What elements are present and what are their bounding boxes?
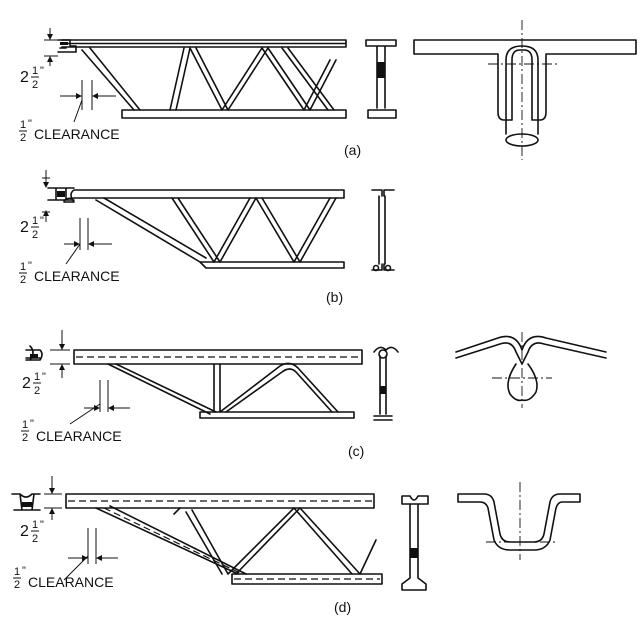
svg-text:2: 2	[20, 219, 29, 236]
clearance-label-c: 1 2 " CLEARANCE	[21, 418, 122, 444]
svg-text:CLEARANCE: CLEARANCE	[36, 428, 122, 444]
bottom-chord-b	[199, 261, 345, 269]
bearing-plate-fill-d	[22, 502, 32, 507]
dimension-label-d: 2 1 2 "	[20, 519, 44, 545]
svg-text:": "	[40, 519, 44, 531]
section-view-c	[373, 346, 399, 421]
section-bolt-b2	[384, 264, 392, 272]
detail-profile-a	[413, 39, 637, 135]
dimension-label-b: 2 1 2 "	[20, 215, 44, 241]
svg-text:2: 2	[32, 533, 38, 545]
svg-text:2: 2	[32, 229, 38, 241]
dim-lines-a	[44, 28, 116, 123]
bearing-plate-fill-b	[57, 191, 65, 197]
svg-text:2: 2	[22, 375, 31, 392]
clearance-label-b: 1 2 " CLEARANCE	[19, 260, 120, 286]
web-members-a	[169, 47, 337, 111]
panel-c: 2 1 2 " 1 2 " CLEARANCE (c)	[21, 330, 607, 459]
top-chord-a	[61, 39, 347, 48]
detail-centerlines-d	[486, 482, 556, 560]
clearance-inch-mark: "	[28, 118, 32, 130]
detail-centerlines-c	[492, 332, 552, 408]
web-members-d	[173, 507, 377, 575]
end-diagonal-c	[107, 363, 217, 415]
section-view-b	[371, 189, 395, 271]
web-members-c	[213, 362, 339, 413]
panel-b: 2 1 2 " 1 2 " CLEARANCE (b)	[19, 170, 395, 305]
bottom-chord-a	[121, 109, 347, 119]
dim-lines-b	[42, 170, 112, 265]
section-loop-c	[378, 349, 388, 359]
svg-text:": "	[28, 260, 32, 272]
dim-lines-c	[50, 330, 130, 425]
clearance-label-a: 1 2 " CLEARANCE	[19, 118, 120, 144]
bottom-chord-d	[231, 573, 383, 585]
svg-text:2: 2	[22, 432, 28, 444]
detail-centerlines-a	[488, 20, 560, 160]
bearing-plate-d	[11, 493, 41, 511]
bottom-chord-c	[199, 411, 355, 419]
top-chord-b	[63, 189, 345, 203]
dimension-label-c: 2 1 2 "	[22, 371, 46, 397]
end-diagonal-dash-d	[103, 507, 243, 575]
section-bolt-b1	[372, 264, 380, 272]
svg-text:1: 1	[32, 519, 38, 531]
svg-text:2: 2	[14, 579, 20, 591]
dim-lines-d	[44, 476, 118, 581]
dim-arrowheads-c	[59, 344, 114, 411]
svg-text:1: 1	[22, 419, 28, 431]
dim-arrowheads-b	[43, 182, 94, 247]
end-diagonal-a	[81, 47, 141, 111]
end-diagonal-d	[95, 505, 247, 575]
dim-arrowheads-d	[49, 488, 102, 561]
dimension-denominator: 2	[32, 79, 38, 91]
dimension-numerator: 1	[32, 65, 38, 77]
svg-text:": "	[42, 371, 46, 383]
svg-text:1: 1	[20, 261, 26, 273]
svg-text:1: 1	[14, 566, 20, 578]
svg-text:": "	[30, 418, 34, 430]
clearance-numerator: 1	[20, 119, 26, 131]
dimension-inch-mark: "	[40, 65, 44, 77]
clearance-text: CLEARANCE	[34, 126, 120, 142]
panel-a: 2 1 2 " 1 2 " CLEARANCE (a)	[19, 20, 637, 160]
bearing-plate-b	[47, 187, 75, 201]
bearing-plate-a	[57, 39, 77, 53]
section-fill-c	[380, 386, 386, 394]
section-fill-d	[410, 548, 418, 558]
dimension-label-a: 2 1 2 "	[20, 65, 44, 91]
svg-text:": "	[40, 215, 44, 227]
panel-d: 2 1 2 " 1 2 " CLEARANCE (d)	[11, 476, 581, 615]
caption-c: (c)	[348, 443, 364, 459]
detail-profile-c	[455, 335, 607, 402]
caption-d: (d)	[334, 599, 351, 615]
svg-text:2: 2	[20, 274, 26, 286]
svg-text:2: 2	[34, 385, 40, 397]
section-fill-a	[377, 62, 385, 78]
svg-text:1: 1	[34, 371, 40, 383]
top-chord-d	[65, 493, 375, 509]
section-view-a	[365, 39, 397, 119]
section-view-d	[401, 495, 429, 591]
svg-text:1: 1	[32, 215, 38, 227]
top-chord-c	[73, 349, 363, 365]
caption-a: (a)	[344, 142, 361, 158]
svg-text:CLEARANCE: CLEARANCE	[34, 268, 120, 284]
detail-profile-d	[457, 493, 581, 551]
dimension-whole: 2	[20, 69, 29, 86]
clearance-label-d: 1 2 " CLEARANCE	[13, 565, 114, 591]
svg-text:CLEARANCE: CLEARANCE	[28, 574, 114, 590]
svg-text:": "	[22, 565, 26, 577]
clearance-denominator: 2	[20, 132, 26, 144]
web-members-b	[171, 197, 337, 263]
svg-text:2: 2	[20, 523, 29, 540]
end-diagonal-b	[95, 197, 207, 263]
bearing-plate-fill-c	[30, 354, 38, 358]
caption-b: (b)	[326, 289, 343, 305]
